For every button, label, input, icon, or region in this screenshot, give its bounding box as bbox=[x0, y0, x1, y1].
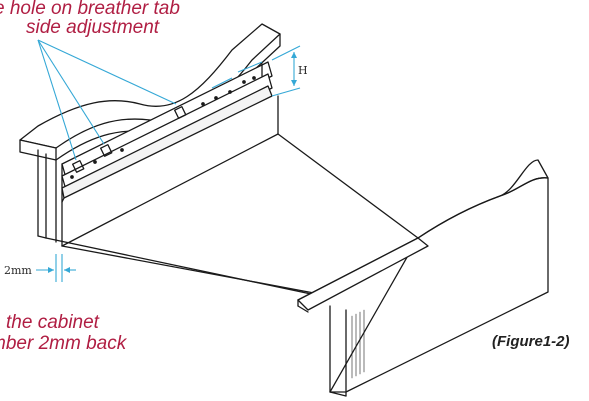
rail-slot-3 bbox=[174, 106, 187, 119]
callout-bottom-line-2: mber 2mm back bbox=[0, 333, 127, 354]
callout-bottom-line-1: the cabinet bbox=[6, 312, 99, 333]
callout-top-line-1: e hole on breather tab bbox=[0, 0, 180, 19]
left-panel-top-face bbox=[19, 23, 281, 149]
right-panel-front-board bbox=[297, 237, 429, 311]
right-side-panel bbox=[297, 159, 549, 397]
right-panel-top-edge bbox=[297, 159, 549, 301]
height-dimension-label: H bbox=[298, 64, 308, 77]
left-wall-bottom bbox=[37, 235, 47, 239]
callout-top-line-2: side adjustment bbox=[26, 17, 160, 38]
rail-slot-1 bbox=[72, 160, 85, 173]
rail-slot-2 bbox=[100, 144, 113, 157]
bottom-panel bbox=[45, 95, 419, 299]
gap-dimension-label: 2mm bbox=[4, 264, 32, 277]
figure-label: (Figure1-2) bbox=[492, 333, 570, 350]
